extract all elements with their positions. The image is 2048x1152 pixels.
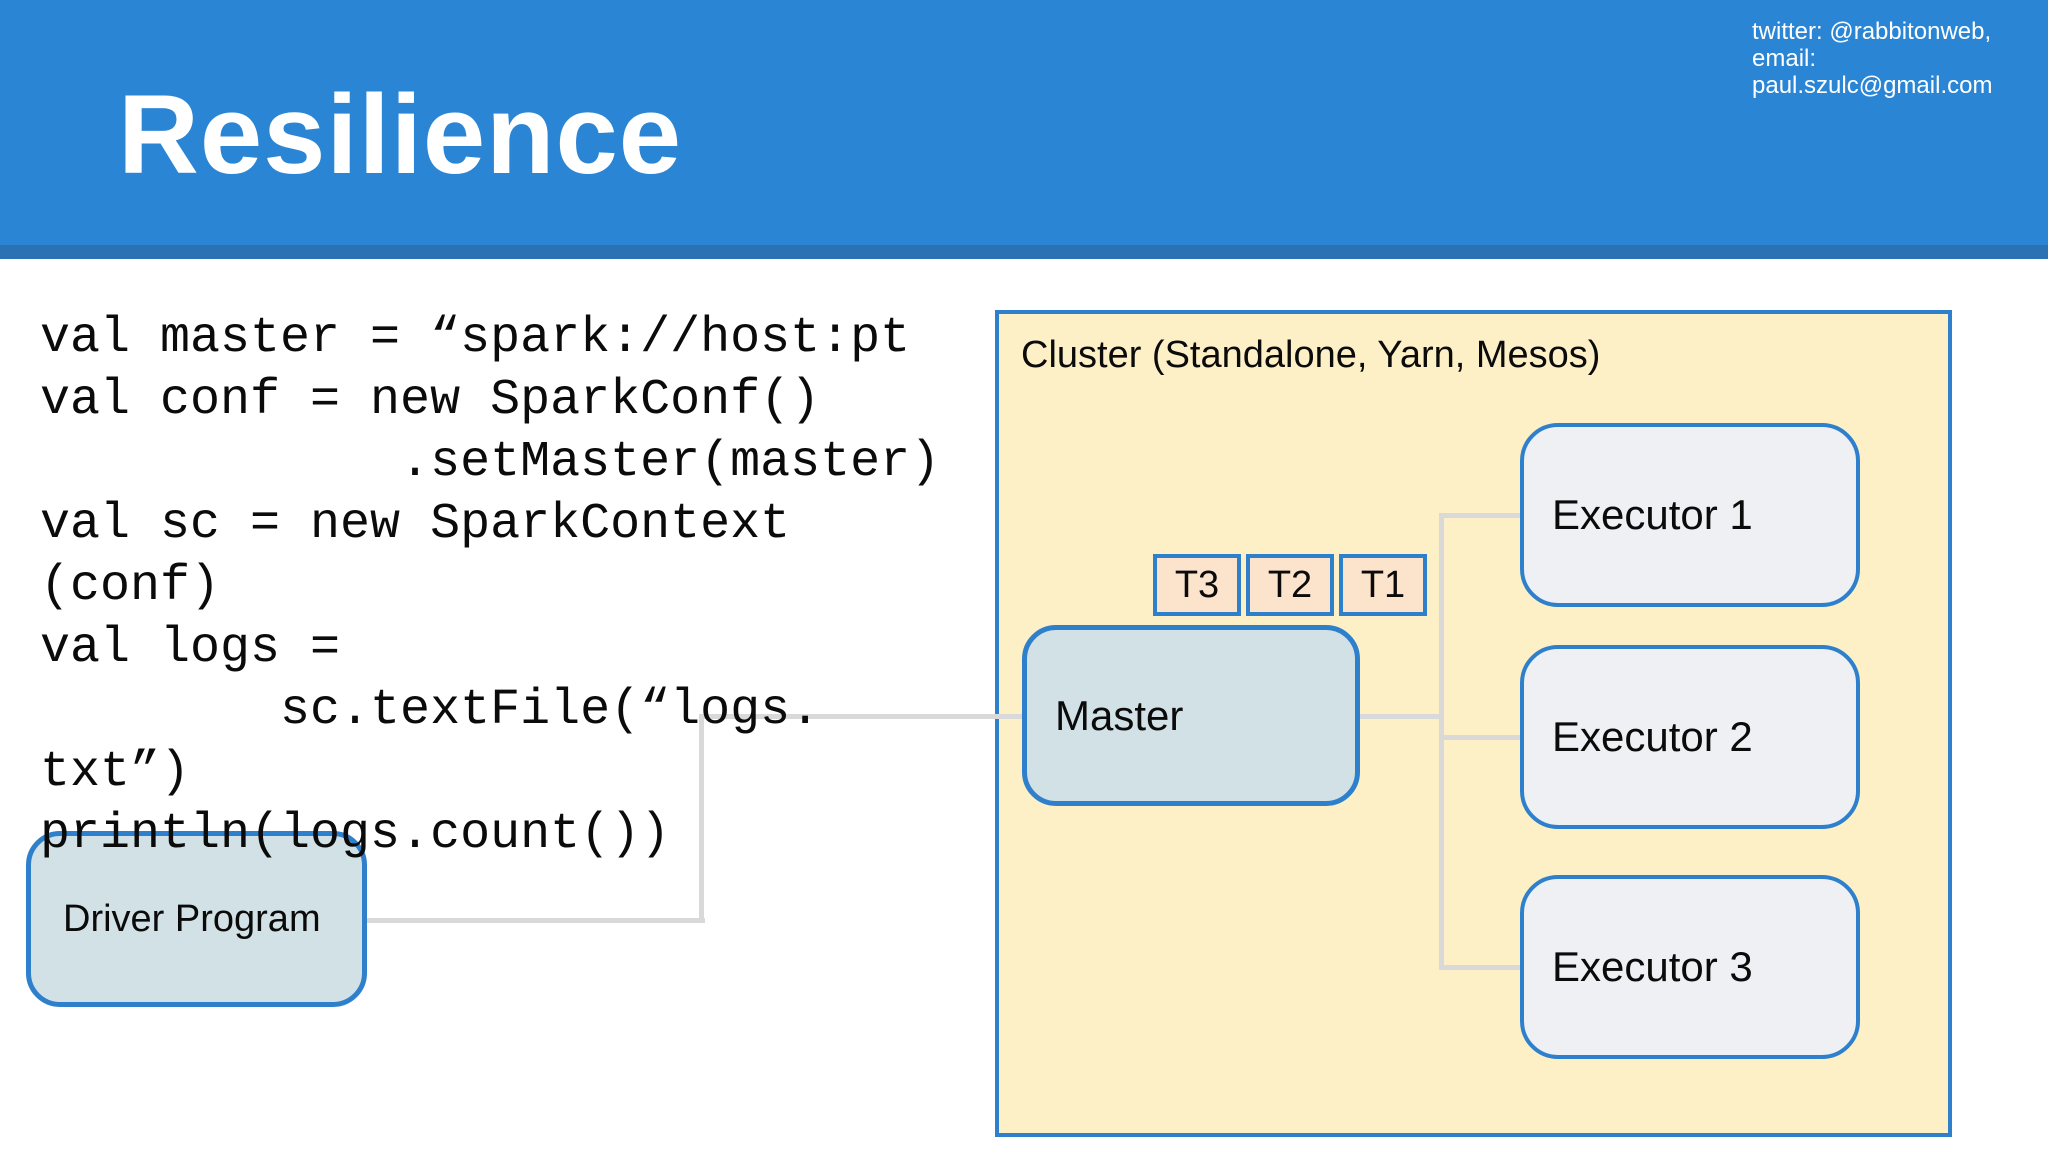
connector-executor2-stub [1443, 735, 1522, 740]
contact-email: email: paul.szulc@gmail.com [1752, 45, 1993, 99]
code-line: sc.textFile(“logs. [40, 682, 821, 739]
connector-driver-horizontal [365, 918, 705, 923]
task-box-t2: T2 [1246, 554, 1334, 616]
code-line: val master = “spark://host:pt [40, 310, 911, 367]
contact-twitter: twitter: @rabbitonweb, [1752, 18, 1992, 45]
code-line: (conf) [40, 558, 221, 615]
code-line: val conf = new SparkConf() [40, 372, 821, 429]
task-box-t3: T3 [1153, 554, 1241, 616]
task-box-t1: T1 [1339, 554, 1427, 616]
connector-to-master [699, 714, 1026, 719]
code-line: println(logs.count()) [40, 806, 671, 863]
connector-master-stub [1358, 714, 1444, 719]
driver-program-box: Driver Program [26, 831, 367, 1007]
header-accent-strip [0, 245, 2048, 259]
connector-executor1-stub [1443, 513, 1522, 518]
slide-header: Resilience twitter: @rabbitonweb, email:… [0, 0, 2048, 245]
code-line: txt”) [40, 744, 191, 801]
code-line: val sc = new SparkContext [40, 496, 791, 553]
executor-3-box: Executor 3 [1520, 875, 1860, 1059]
connector-executor3-stub [1443, 965, 1522, 970]
slide-title: Resilience [118, 72, 683, 197]
executor-2-box: Executor 2 [1520, 645, 1860, 829]
connector-driver-vertical [699, 714, 704, 923]
master-box: Master [1022, 625, 1360, 806]
code-line: .setMaster(master) [40, 434, 941, 491]
code-line: val logs = [40, 620, 341, 677]
contact-info: twitter: @rabbitonweb, email: paul.szulc… [1752, 18, 2048, 99]
cluster-label: Cluster (Standalone, Yarn, Mesos) [1021, 334, 1601, 376]
executor-1-box: Executor 1 [1520, 423, 1860, 607]
connector-trunk [1439, 513, 1444, 970]
